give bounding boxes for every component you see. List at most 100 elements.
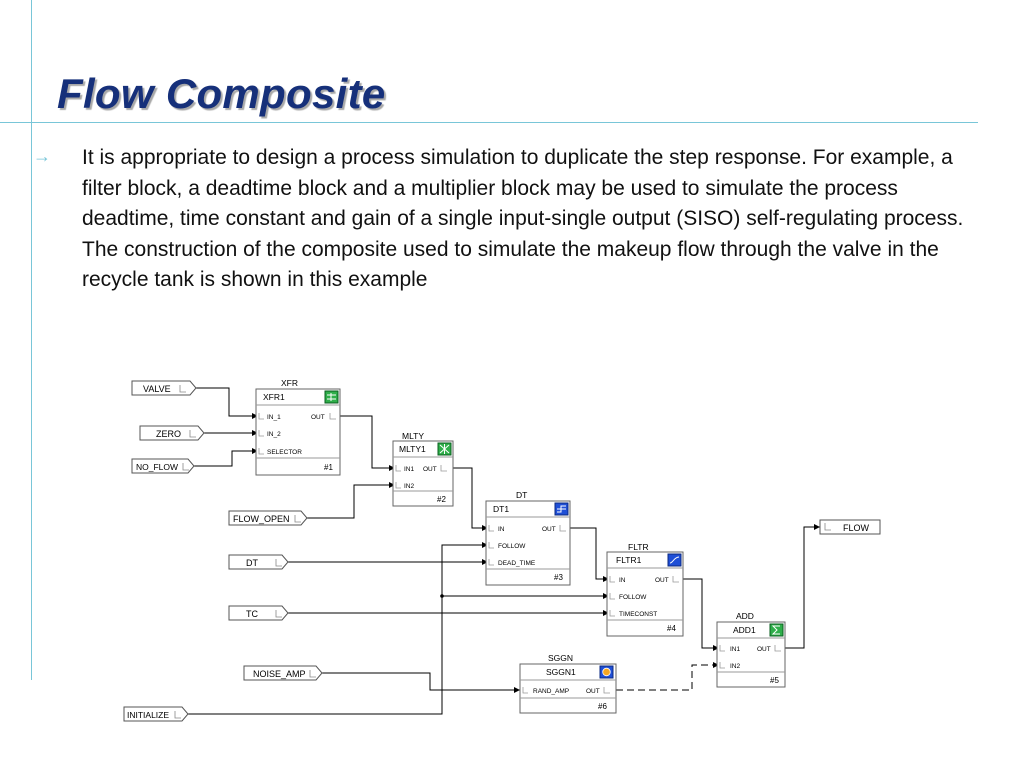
wire-initialize-dt-follow: [188, 544, 488, 715]
arrowhead: [389, 482, 395, 488]
filter-icon: [667, 553, 682, 567]
block-port-label: OUT: [311, 414, 325, 421]
block-port-label: OUT: [757, 646, 771, 653]
slide-vertical-rule: [31, 0, 32, 680]
bullet-text: It is appropriate to design a process si…: [82, 146, 964, 291]
wire-dt-fltr: [570, 527, 609, 580]
arrowhead: [603, 610, 609, 616]
block-port-label: IN1: [730, 646, 741, 653]
wire-fltr-add: [683, 578, 719, 649]
arrowhead: [389, 465, 395, 471]
block-number: #2: [437, 495, 446, 504]
input-tag-label: VALVE: [143, 384, 171, 394]
block-number: #1: [324, 463, 333, 472]
arrowhead: [252, 430, 258, 436]
input-tag-label: FLOW_OPEN: [233, 514, 290, 524]
block-type-label: SGGN: [548, 653, 573, 663]
input-tag-label: ZERO: [156, 429, 181, 439]
block-name: DT1: [493, 504, 509, 514]
input-tag-tc: TC: [228, 605, 289, 621]
input-tag-label: TC: [246, 609, 258, 619]
block-port-label: SELECTOR: [267, 449, 302, 456]
arrowhead: [252, 413, 258, 419]
input-tag-valve: VALVE: [131, 380, 197, 396]
input-tag-initialize: INITIALIZE: [123, 706, 189, 722]
block-dt: DT DT1 IN FOLLOW DEAD_TIME OUT #3: [485, 490, 571, 586]
wire-flowopen-mlty: [307, 484, 395, 519]
block-port-label: OUT: [655, 577, 669, 584]
block-mlty: MLTY MLTY1 IN1 IN2 OUT #2: [392, 431, 454, 507]
wire-mlty-dt: [453, 467, 488, 529]
bullet-arrow-icon: →: [33, 146, 51, 166]
input-tag-label: DT: [246, 558, 258, 568]
input-tag-label: INITIALIZE: [127, 710, 169, 720]
block-port-label: IN2: [404, 483, 415, 490]
block-port-label: RAND_AMP: [533, 688, 569, 695]
input-tag-flow-open: FLOW_OPEN: [228, 510, 308, 526]
multiply-icon: [437, 442, 452, 456]
block-port-label: IN1: [404, 466, 415, 473]
block-name: XFR1: [263, 392, 285, 402]
block-name: FLTR1: [616, 555, 642, 565]
block-port-label: IN2: [730, 663, 741, 670]
wire-add-flow: [785, 526, 820, 649]
block-port-label: DEAD_TIME: [498, 560, 536, 567]
block-sggn: SGGN SGGN1 RAND_AMP OUT #6: [519, 653, 617, 714]
block-number: #4: [667, 624, 676, 633]
block-type-label: ADD: [736, 611, 754, 621]
output-tag-flow: FLOW: [819, 519, 881, 535]
transfer-icon: [324, 390, 339, 404]
output-tag-label: FLOW: [843, 523, 870, 533]
block-port-label: IN_2: [267, 431, 281, 438]
arrowhead: [482, 525, 488, 531]
input-tag-label: NO_FLOW: [136, 462, 178, 472]
block-fltr: FLTR FLTR1 IN FOLLOW TIMECONST OUT #4: [606, 542, 684, 637]
wire-sggn-add: [616, 664, 719, 691]
block-type-label: FLTR: [628, 542, 649, 552]
block-type-label: MLTY: [402, 431, 424, 441]
wire-noflow-xfr: [194, 450, 258, 467]
slide-horizontal-rule: [0, 122, 978, 123]
block-port-label: FOLLOW: [619, 594, 647, 601]
signal-generator-icon: [599, 665, 614, 679]
input-tag-zero: ZERO: [139, 425, 205, 441]
arrowhead: [482, 542, 488, 548]
block-name: MLTY1: [399, 444, 426, 454]
input-tag-dt: DT: [228, 554, 289, 570]
arrowheads: [252, 413, 820, 693]
block-name: SGGN1: [546, 667, 576, 677]
block-port-label: IN: [619, 577, 626, 584]
block-port-label: IN_1: [267, 414, 281, 421]
block-add: ADD ADD1 IN1 IN2 OUT #5: [716, 611, 786, 688]
block-number: #6: [598, 702, 607, 711]
arrowhead: [814, 524, 820, 530]
arrowhead: [713, 645, 719, 651]
arrowhead: [482, 559, 488, 565]
junction-dot: [440, 594, 444, 598]
block-number: #3: [554, 573, 563, 582]
arrowhead: [603, 576, 609, 582]
arrowhead: [713, 662, 719, 668]
arrowhead: [252, 448, 258, 454]
block-type-label: DT: [516, 490, 527, 500]
block-xfr: XFR XFR1 IN_1 IN_2 SELECTOR OUT #1: [255, 378, 341, 476]
input-tag-no-flow: NO_FLOW: [131, 458, 195, 474]
block-port-label: OUT: [423, 466, 437, 473]
arrowhead: [603, 593, 609, 599]
input-tag-label: NOISE_AMP: [253, 669, 306, 679]
wire-xfr-mlty: [340, 415, 395, 469]
slide-title: Flow Composite: [57, 70, 386, 117]
block-port-label: FOLLOW: [498, 543, 526, 550]
block-port-label: TIMECONST: [619, 611, 657, 618]
deadtime-icon: [554, 502, 569, 516]
wire-noise-sggn: [322, 672, 520, 691]
sum-icon: [769, 623, 784, 637]
block-name: ADD1: [733, 625, 756, 635]
wire-valve-xfr: [196, 387, 258, 417]
input-tag-noise-amp: NOISE_AMP: [243, 665, 323, 681]
arrowhead: [514, 687, 520, 693]
block-number: #5: [770, 676, 779, 685]
block-port-label: OUT: [542, 526, 556, 533]
block-port-label: IN: [498, 526, 505, 533]
